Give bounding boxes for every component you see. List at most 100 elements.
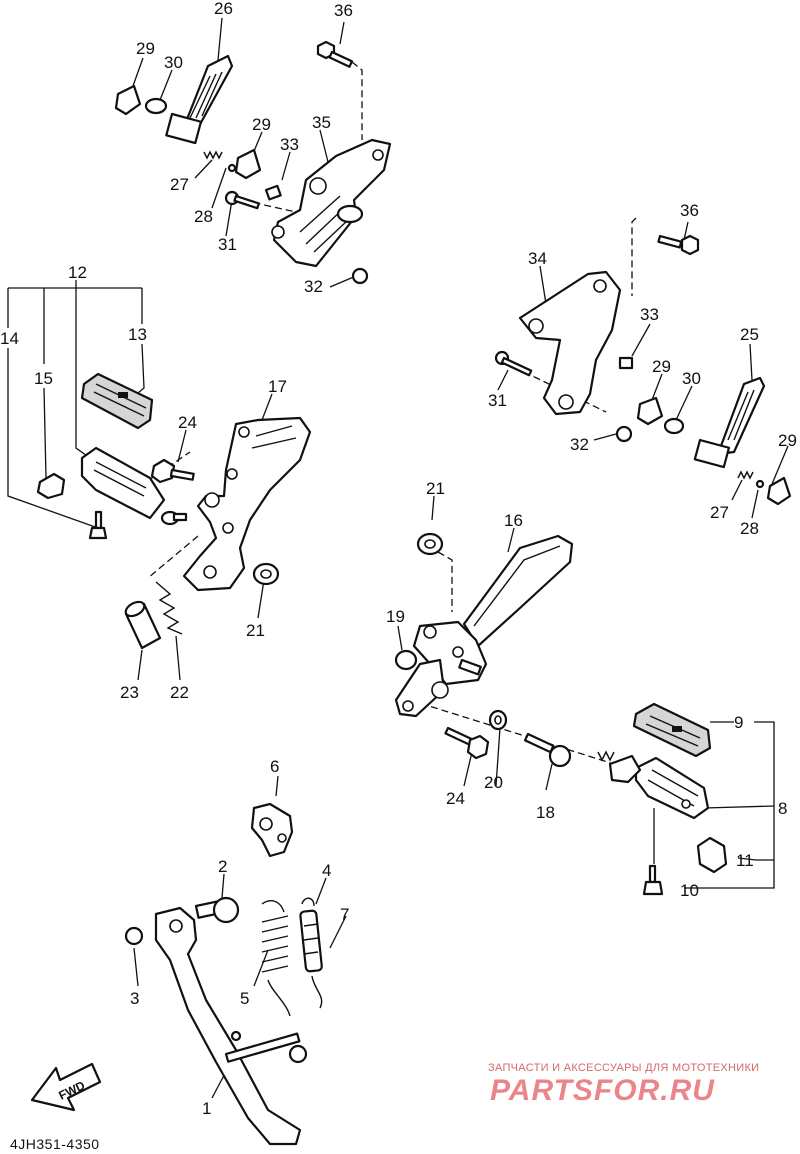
bolt-10 (642, 864, 664, 896)
collar-20 (488, 709, 508, 731)
callout-17: 17 (268, 377, 287, 396)
callout-9: 9 (734, 713, 743, 732)
callout-24-left: 24 (178, 413, 197, 432)
pin-30a (144, 97, 168, 115)
footrest-8 (597, 750, 710, 820)
pin-30b (663, 417, 685, 435)
diagram-code: 4JH351-4350 (10, 1136, 100, 1152)
damper-29c (636, 396, 664, 426)
callout-21-left: 21 (246, 621, 265, 640)
callout-29-far-right: 29 (778, 431, 797, 450)
bolt-14 (88, 510, 108, 540)
callout-32-top: 32 (304, 277, 323, 296)
ball-28a (227, 163, 237, 173)
callout-15: 15 (34, 369, 53, 388)
callout-31-top: 31 (218, 235, 237, 254)
damper-29b (234, 148, 262, 180)
callout-28-right: 28 (740, 519, 759, 538)
callout-13: 13 (128, 325, 147, 344)
callout-12: 12 (68, 263, 87, 282)
spring-4 (299, 909, 323, 973)
watermark-tagline: ЗАПЧАСТИ И АКСЕССУАРЫ ДЛЯ МОТОТЕХНИКИ (488, 1062, 760, 1074)
right-footrest-brake-group: 21 16 19 24 20 18 9 8 11 10 (386, 479, 787, 900)
weight-11 (696, 836, 728, 874)
damper-29a (114, 84, 142, 116)
spring-27b (737, 470, 754, 480)
callout-22: 22 (170, 683, 189, 702)
callout-10: 10 (680, 881, 699, 900)
callout-7: 7 (340, 905, 349, 924)
spring-7 (303, 923, 319, 955)
bolt-36-right (657, 234, 700, 256)
rear-left-footrest-group: 26 36 29 30 29 35 33 27 28 31 32 (114, 0, 392, 296)
callout-30-top: 30 (164, 53, 183, 72)
washer-19 (394, 649, 418, 671)
left-footrest-shift-group: 12 13 14 15 17 24 21 23 22 (0, 263, 312, 702)
callout-36-right: 36 (680, 201, 699, 220)
ball-28b (755, 479, 765, 489)
callout-11: 11 (736, 851, 754, 870)
callout-35: 35 (312, 113, 331, 132)
callout-27-top: 27 (170, 175, 189, 194)
bracket-34 (518, 270, 622, 416)
callout-18: 18 (536, 803, 555, 822)
callout-25: 25 (740, 325, 759, 344)
watermark-brand: PARTSFOR.RU (490, 1074, 715, 1107)
callout-29-right: 29 (652, 357, 671, 376)
callout-23: 23 (120, 683, 139, 702)
callout-16: 16 (504, 511, 523, 530)
spring-22 (155, 581, 183, 635)
bolt-36-top (316, 40, 354, 68)
collar-21-right (416, 532, 444, 556)
bolt-31b (494, 350, 533, 377)
bracket-6 (250, 802, 294, 858)
bracket-35 (271, 138, 392, 268)
callout-6: 6 (270, 757, 279, 776)
pin-33b (618, 356, 634, 370)
footrest-12 (80, 446, 188, 526)
nut-3 (124, 926, 144, 946)
brake-pedal-16 (394, 534, 574, 718)
pin-33a (264, 184, 282, 201)
callout-30-right: 30 (682, 369, 701, 388)
nut-32b (615, 425, 633, 443)
callout-29-top: 29 (136, 39, 155, 58)
callout-3: 3 (130, 989, 139, 1008)
bracket-17 (182, 416, 312, 592)
callout-29-mid: 29 (252, 115, 271, 134)
callout-21-right: 21 (426, 479, 445, 498)
bolt-31a (224, 190, 260, 210)
callout-36-top: 36 (334, 1, 353, 20)
bolt-24-right (444, 726, 490, 760)
callout-14: 14 (0, 329, 19, 348)
damper-29d (766, 476, 792, 506)
collar-21-left (252, 562, 280, 586)
callout-5: 5 (240, 989, 249, 1008)
callout-34: 34 (528, 249, 547, 268)
footrest-rubber-9 (632, 702, 712, 758)
callout-33-right: 33 (640, 305, 659, 324)
footrest-rubber-13 (80, 372, 154, 430)
footrest-25 (693, 376, 766, 469)
callout-31-right: 31 (488, 391, 507, 410)
nut-32a (351, 267, 369, 285)
rear-right-footrest-group: 36 34 33 25 29 30 31 32 29 27 28 (488, 201, 797, 538)
spring-5 (261, 900, 291, 1017)
callout-19: 19 (386, 607, 405, 626)
footrest-26 (165, 54, 234, 145)
callout-2: 2 (218, 857, 227, 876)
callout-20: 20 (484, 773, 503, 792)
callout-24-right: 24 (446, 789, 465, 808)
callout-32-right: 32 (570, 435, 589, 454)
callout-28-top: 28 (194, 207, 213, 226)
bolt-2 (194, 896, 240, 924)
callout-4: 4 (322, 861, 331, 880)
weight-15 (36, 472, 66, 500)
callout-8: 8 (778, 799, 787, 818)
callout-26: 26 (214, 0, 233, 18)
spring-27a (203, 150, 223, 160)
collar-23 (124, 600, 162, 650)
callout-1: 1 (202, 1099, 211, 1118)
bolt-24-left (150, 458, 195, 484)
